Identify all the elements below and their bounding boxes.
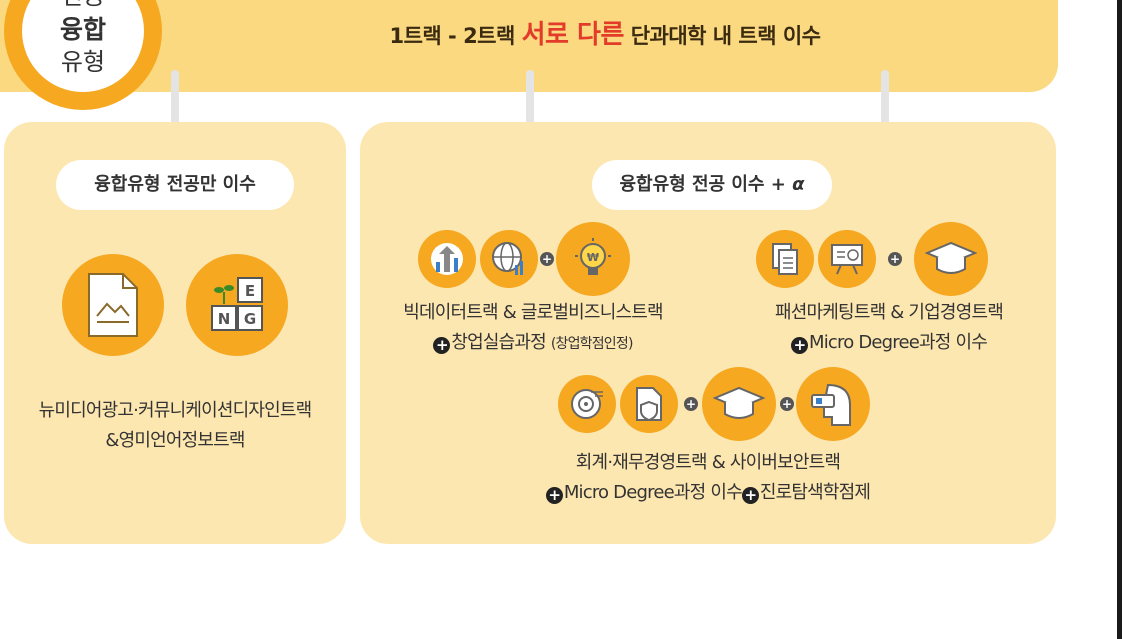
right-panel-title-suffix: + α xyxy=(770,174,805,195)
presentation-board-icon xyxy=(818,230,876,288)
graduation-cap-icon xyxy=(914,222,988,296)
svg-text:N: N xyxy=(218,310,231,328)
banner-post: 단과대학 내 트랙 이수 xyxy=(630,24,821,48)
svg-text:E: E xyxy=(245,282,255,300)
connector-line xyxy=(171,70,179,144)
plus-icon: + xyxy=(780,397,794,411)
group2-line1: 패션마케팅트랙 & 기업경영트랙 xyxy=(775,302,1004,323)
plus-circle-icon: + xyxy=(545,487,563,504)
group3-line2: +Micro Degree과정 이수+진로탐색학점제 xyxy=(360,478,1056,504)
group1-line2: +창업실습과정 (창업학점인정) xyxy=(360,328,706,354)
group1-line1: 빅데이터트랙 & 글로벌비즈니스트랙 xyxy=(403,302,663,323)
badge-line1: 전공 xyxy=(22,0,144,11)
svg-text:₩: ₩ xyxy=(587,251,599,264)
svg-text:G: G xyxy=(244,310,256,328)
target-disk-icon xyxy=(558,375,616,433)
banner-pre: 1트랙 - 2트랙 xyxy=(389,24,515,48)
shield-document-icon xyxy=(620,375,678,433)
group1-note: (창업학점인정) xyxy=(550,336,634,352)
lightbulb-icon: ₩ xyxy=(556,222,630,296)
badge-line3: 유형 xyxy=(60,48,106,76)
left-panel-desc-line1: 뉴미디어광고·커뮤니케이션디자인트랙 xyxy=(38,400,313,421)
document-image-icon xyxy=(62,254,164,356)
documents-icon xyxy=(756,230,814,288)
plus-circle-icon: + xyxy=(741,487,759,504)
connector-line xyxy=(526,70,534,144)
window-edge xyxy=(1117,0,1122,639)
group3-line1: 회계·재무경영트랙 & 사이버보안트랙 xyxy=(575,452,841,473)
plus-circle-icon: + xyxy=(790,337,808,354)
globe-chart-icon xyxy=(480,230,538,288)
vr-head-icon xyxy=(796,367,870,441)
alphabet-blocks-icon: E N G xyxy=(186,254,288,356)
plus-icon: + xyxy=(888,252,902,266)
right-panel-title: 융합유형 전공 이수 + α xyxy=(592,160,832,210)
right-panel-title-text: 융합유형 전공 이수 xyxy=(619,174,765,195)
plus-icon: + xyxy=(684,397,698,411)
plus-icon: + xyxy=(540,252,554,266)
growth-chart-icon xyxy=(418,230,476,288)
left-panel-desc-line2: &영미언어정보트랙 xyxy=(105,430,245,451)
connector-line xyxy=(881,70,889,144)
banner-highlight: 서로 다른 xyxy=(521,20,625,50)
badge-line2: 융합 xyxy=(59,15,106,44)
left-panel-title: 융합유형 전공만 이수 xyxy=(56,160,294,210)
plus-circle-icon: + xyxy=(433,337,451,354)
banner-title: 1트랙 - 2트랙 서로 다른 단과대학 내 트랙 이수 xyxy=(0,14,1130,51)
graduation-cap-icon xyxy=(702,367,776,441)
group2-line2: +Micro Degree과정 이수 xyxy=(716,328,1062,354)
